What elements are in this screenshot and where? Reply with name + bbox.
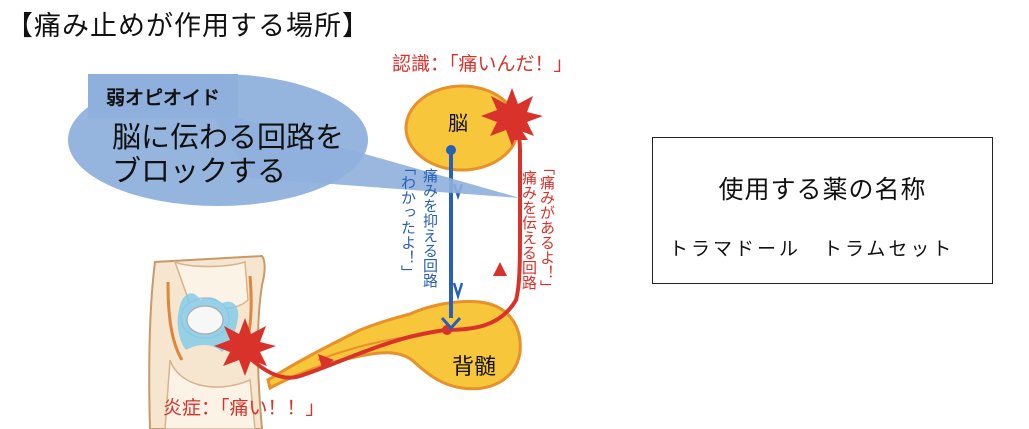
knee-pain-starburst [214, 318, 276, 376]
callout-line-2: ブロックする [112, 154, 287, 188]
suppress-pathway-quote: 「わかったよ！」 [399, 160, 417, 280]
pain-transmission-pathway [238, 120, 528, 380]
inflammation-text: 炎症：「痛い！！」 [163, 397, 325, 419]
medication-box-heading: 使用する薬の名称 [718, 175, 927, 204]
pain-suppression-pathway [440, 145, 464, 331]
knee-joint-illustration [148, 254, 266, 429]
recognition-text: 認識：「痛いんだ！」 [392, 53, 573, 75]
brain-label: 脳 [448, 111, 468, 135]
callout-line-1: 脳に伝わる回路を [112, 120, 345, 154]
callout-description: 脳に伝わる回路を ブロックする [112, 120, 344, 188]
drug-class-label: 弱オピオイド [88, 74, 238, 118]
brain-pain-starburst [481, 88, 543, 146]
medication-names: トラマドール トラムセット [669, 238, 955, 260]
transmit-pathway-quote: 「痛みがあるよ！」 [538, 160, 556, 295]
medication-name-box: 使用する薬の名称 トラマドール トラムセット [652, 137, 993, 284]
page-title: 【痛み止めが作用する場所】 [6, 11, 370, 42]
transmit-pathway-label: 痛みを伝える回路 [520, 170, 538, 290]
spinal-cord-label: 背髄 [452, 355, 496, 380]
suppress-pathway-label: 痛みを抑える回路 [421, 168, 439, 288]
